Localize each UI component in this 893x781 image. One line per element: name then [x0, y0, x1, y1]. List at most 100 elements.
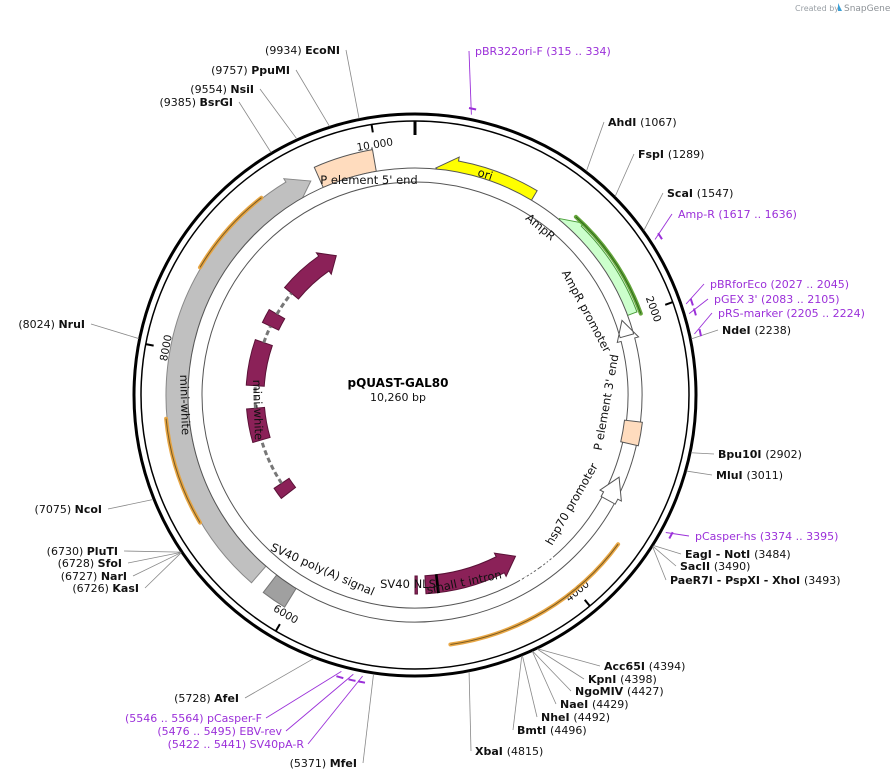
leader-bpu10i — [690, 452, 715, 455]
leader-primer-sv40par — [307, 675, 363, 745]
leader-pluti — [123, 550, 181, 553]
site-name-eagi: EagI - NotI — [685, 548, 754, 561]
plasmid-length: 10,260 bp — [370, 391, 426, 404]
feature-label-ori: ori — [476, 165, 495, 183]
site-name-xbai: XbaI — [475, 745, 507, 758]
site-position-sacii: (3490) — [714, 560, 751, 573]
site-position-nari: (6727) — [61, 570, 101, 583]
site-label-ngomiv: NgoMIV (4427) — [575, 685, 664, 698]
leader-afei — [244, 657, 315, 699]
leader-acc65i — [537, 648, 601, 667]
leader-primer-pbr322ori — [468, 50, 472, 115]
site-labels: (9934) EcoNI(9757) PpuMI(9554) NsiI(9385… — [18, 44, 865, 770]
backbone-outer — [132, 112, 698, 678]
feature-orf-core — [450, 543, 619, 645]
site-label-ppumi: (9757) PpuMI — [211, 64, 290, 77]
tick-label: 10,000 — [356, 136, 394, 154]
primer-label-pgex3: pGEX 3' (2083 .. 2105) — [714, 293, 840, 306]
primer-label-pbr322ori: pBR322ori-F (315 .. 334) — [475, 45, 611, 58]
feature-label-p3: P element 3' end — [591, 353, 622, 451]
leader-nari — [132, 552, 182, 577]
leader-primer-pcasperhs — [665, 532, 690, 537]
site-position-bmti: (4496) — [550, 724, 587, 737]
leader-fspi — [614, 153, 635, 197]
feature-arc-miniwhite-exon-1 — [283, 252, 337, 300]
primer-mark-pcasperhs — [668, 531, 674, 539]
site-name-nsii: NsiI — [230, 83, 254, 96]
feature-orf-core — [575, 216, 642, 314]
feature-intron — [253, 385, 257, 409]
site-position-paer7i: (3493) — [804, 574, 841, 587]
site-name-pluti: PluTI — [87, 545, 118, 558]
tick-mark — [274, 623, 281, 632]
site-position-nsii: (9554) — [190, 83, 230, 96]
leader-primer-ebvrev — [285, 673, 354, 732]
site-name-scai: ScaI — [667, 187, 697, 200]
snapgene-logo — [838, 3, 842, 11]
site-label-mfei: (5371) MfeI — [290, 757, 357, 770]
site-name-acc65i: Acc65I — [604, 660, 649, 673]
site-label-afei: (5728) AfeI — [174, 692, 239, 705]
site-label-nari: (6727) NarI — [61, 570, 127, 583]
site-name-afei: AfeI — [214, 692, 239, 705]
site-label-nrui: (8024) NruI — [18, 318, 85, 331]
leader-bsrgi — [238, 101, 272, 153]
leader-primer-prsmarker — [694, 312, 713, 335]
site-label-kasi: (6726) KasI — [72, 582, 139, 595]
site-label-xbai: XbaI (4815) — [475, 745, 543, 758]
feature-orf-core — [165, 418, 201, 523]
site-leader-lines — [90, 49, 719, 764]
feature-orf-core — [199, 197, 262, 268]
feature-arc-ampr-promoter — [187, 167, 643, 623]
leader-ahdi — [586, 121, 605, 172]
site-position-ppumi: (9757) — [211, 64, 251, 77]
tick-label: 4000 — [564, 578, 592, 604]
site-name-ndei: NdeI — [722, 324, 754, 337]
site-position-afei: (5728) — [174, 692, 214, 705]
leader-nhei — [522, 655, 538, 718]
primer-mark-pbrforeco — [689, 298, 694, 306]
brand-text: SnapGene — [844, 4, 891, 14]
feature-label-sv40nls: SV40 NLS — [380, 577, 436, 591]
primer-label-pcasperhs: pCasper-hs (3374 .. 3395) — [695, 530, 838, 543]
leader-primer-pgex3 — [688, 298, 709, 315]
tick-mark — [370, 124, 374, 133]
site-position-ahdi: (1067) — [640, 116, 677, 129]
site-name-mlui: MluI — [716, 469, 746, 482]
site-name-fspi: FspI — [638, 148, 668, 161]
site-name-econi: EcoNI — [305, 44, 340, 57]
site-name-kasi: KasI — [112, 582, 139, 595]
site-name-mfei: MfeI — [330, 757, 357, 770]
site-name-kpni: KpnI — [588, 673, 620, 686]
site-label-nsii: (9554) NsiI — [190, 83, 254, 96]
tick-mark — [664, 301, 674, 306]
leader-nsii — [259, 88, 298, 140]
site-label-bmti: BmtI (4496) — [517, 724, 587, 737]
feature-intron — [259, 439, 283, 485]
leader-scai — [643, 192, 664, 231]
primer-label-sv40par: (5422 .. 5441) SV40pA-R — [168, 738, 305, 751]
tick-mark — [145, 343, 154, 347]
leader-kasi — [144, 552, 182, 589]
primer-mark-pbr322ori — [468, 107, 477, 111]
site-name-ahdi: AhdI — [608, 116, 640, 129]
site-label-mlui: MluI (3011) — [716, 469, 783, 482]
primer-label-pbrforeco: pBRforEco (2027 .. 2045) — [710, 278, 849, 291]
feature-label-miniwhite-inner: mini-white — [250, 379, 266, 440]
site-position-mfei: (5371) — [290, 757, 330, 770]
site-name-bmti: BmtI — [517, 724, 550, 737]
leader-mlui — [686, 470, 713, 476]
tick-label: 2000 — [643, 295, 663, 324]
feature-arc-miniwhite-exon-3 — [245, 339, 273, 387]
leader-primer-pcasperf — [265, 670, 342, 719]
site-position-pluti: (6730) — [47, 545, 87, 558]
primer-label-ebvrev: (5476 .. 5495) EBV-rev — [157, 725, 282, 738]
site-label-bsrgi: (9385) BsrGI — [159, 96, 233, 109]
site-label-fspi: FspI (1289) — [638, 148, 704, 161]
site-name-bpu10i: Bpu10I — [718, 448, 765, 461]
feature-intron — [262, 325, 272, 344]
site-label-bpu10i: Bpu10I (2902) — [718, 448, 802, 461]
leader-econi — [345, 49, 360, 119]
site-position-bpu10i: (2902) — [765, 448, 802, 461]
